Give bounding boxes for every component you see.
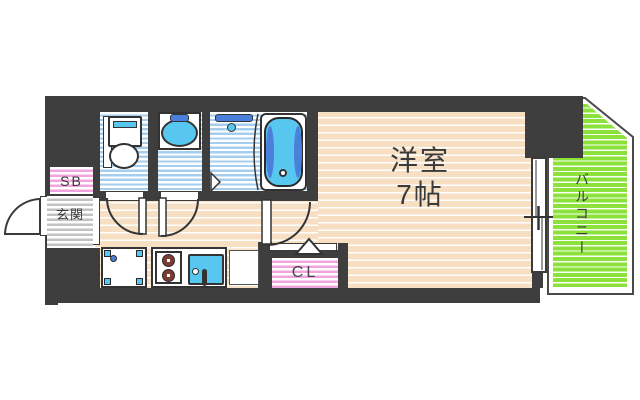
wall xyxy=(45,288,540,303)
toilet-bowl xyxy=(109,143,139,169)
wall xyxy=(148,112,158,192)
toilet-door-opening xyxy=(106,191,143,201)
washing-machine-corner xyxy=(104,278,111,285)
wall xyxy=(525,96,583,158)
washbasin-bowl xyxy=(161,119,198,147)
wall xyxy=(202,112,210,192)
bathtub-wall-right xyxy=(294,126,302,178)
washbasin-door-opening xyxy=(161,191,198,201)
closet-area xyxy=(272,258,338,288)
wall xyxy=(95,191,318,201)
wall xyxy=(307,112,318,201)
main-room-name: 洋室 xyxy=(389,145,450,176)
entrance-step xyxy=(92,197,100,245)
bathtub-wall-left xyxy=(266,126,274,178)
wall xyxy=(532,272,543,288)
balcony-label: バルコニー xyxy=(574,172,590,257)
sink-faucet-base xyxy=(192,268,199,275)
stove-burner-dot xyxy=(167,259,170,262)
shoe-box-label: SB xyxy=(60,172,83,189)
wall xyxy=(338,243,348,288)
toilet-flush-button xyxy=(113,121,137,128)
washing-machine-corner xyxy=(136,278,143,285)
shoe-box-area xyxy=(50,167,93,194)
washing-machine-tap xyxy=(110,255,117,262)
main-room-label: 洋室 7帖 xyxy=(340,144,500,212)
entrance-area xyxy=(47,196,93,248)
wall xyxy=(58,248,100,288)
closet-door-face xyxy=(269,243,337,251)
bathtub-drain xyxy=(279,169,287,177)
washbasin-faucet xyxy=(170,114,189,122)
entrance-door-swing xyxy=(4,198,41,235)
washing-machine-corner xyxy=(104,250,111,257)
washing-machine-corner xyxy=(136,250,143,257)
stove-burner-dot xyxy=(167,274,170,277)
main-room-size: 7帖 xyxy=(396,179,444,211)
shower-bar xyxy=(215,114,253,122)
closet-label: CL xyxy=(291,263,319,281)
balcony-window xyxy=(531,157,547,273)
wall xyxy=(45,96,583,112)
entrance-label: 玄関 xyxy=(55,206,84,222)
refrigerator-space xyxy=(229,250,259,285)
main-room-floor xyxy=(318,111,533,289)
sink-faucet xyxy=(202,269,207,286)
shower-drain xyxy=(227,123,236,132)
